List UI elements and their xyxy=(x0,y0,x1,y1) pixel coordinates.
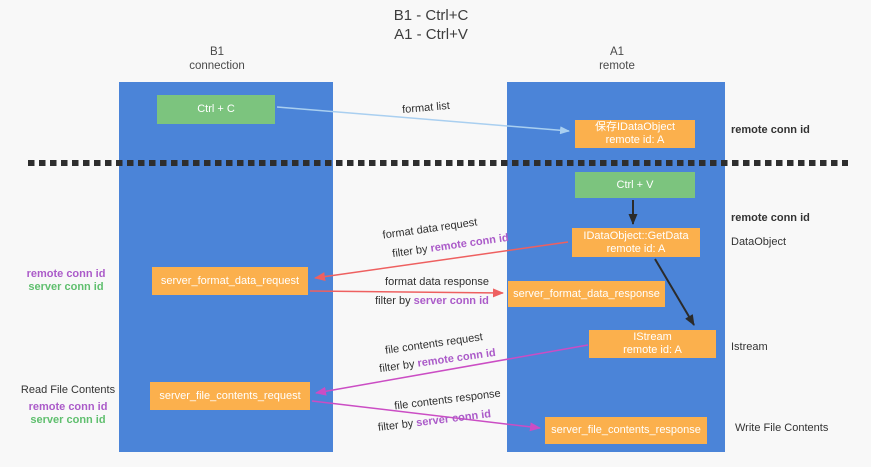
column-b1-name: B1 xyxy=(209,46,225,58)
node-ctrl-c: Ctrl + C xyxy=(157,95,275,124)
filter-by-text: filter by xyxy=(378,358,416,376)
annotation-dataobject: DataObject xyxy=(731,236,787,248)
node-server-format-data-response-label: server_format_data_response xyxy=(513,287,660,300)
annotation-left-mid-server: server conn id xyxy=(28,281,104,293)
column-header-b1: B1 connection xyxy=(157,45,277,73)
annotation-read-file-contents: Read File Contents remote conn id server… xyxy=(18,384,118,427)
node-server-file-contents-request-label: server_file_contents_request xyxy=(159,389,301,402)
column-b1-role: connection xyxy=(189,60,245,72)
node-server-file-contents-response: server_file_contents_response xyxy=(545,417,707,444)
node-idataobject-getdata-line2: remote id: A xyxy=(606,242,666,255)
flow-label-format-list: format list xyxy=(401,99,451,117)
title-line-1: B1 - Ctrl+C xyxy=(393,7,469,24)
annotation-write-file-contents: Write File Contents xyxy=(735,422,829,434)
node-save-idataobject: 保存IDataObject remote id: A xyxy=(575,120,695,148)
column-a1-name: A1 xyxy=(609,46,625,58)
annotation-left-mid: remote conn id server conn id xyxy=(20,268,112,294)
arrow-format-data-response xyxy=(309,288,504,298)
annotation-left-mid-remote: remote conn id xyxy=(26,268,106,280)
annotation-istream: Istream xyxy=(731,341,768,353)
annotation-left-bottom-remote: remote conn id xyxy=(28,401,108,413)
flow-label-filter-server-conn-id-1: filter by server conn id xyxy=(367,295,497,307)
node-idataobject-getdata-line1: IDataObject::GetData xyxy=(583,229,689,242)
node-idataobject-getdata: IDataObject::GetData remote id: A xyxy=(572,228,700,257)
node-istream-line1: IStream xyxy=(633,331,672,343)
filter-by-text: filter by xyxy=(391,243,429,261)
node-server-format-data-response: server_format_data_response xyxy=(508,281,665,307)
node-save-idataobject-line1: 保存IDataObject xyxy=(594,121,676,133)
diagram-title: B1 - Ctrl+C A1 - Ctrl+V xyxy=(331,6,531,44)
annotation-remote-conn-id-top: remote conn id xyxy=(731,124,810,136)
server-conn-id-text: server conn id xyxy=(415,408,492,430)
node-server-format-data-request-label: server_format_data_request xyxy=(160,274,300,287)
node-ctrl-v: Ctrl + V xyxy=(575,172,695,198)
node-ctrl-c-label: Ctrl + C xyxy=(197,103,235,115)
annotation-left-bottom-server: server conn id xyxy=(30,414,106,426)
remote-conn-id-text: remote conn id xyxy=(429,231,510,255)
node-save-idataobject-line2: remote id: A xyxy=(605,134,665,146)
filter-by-text: filter by xyxy=(377,417,414,434)
column-header-a1: A1 remote xyxy=(557,45,677,73)
node-istream: IStream remote id: A xyxy=(589,330,716,358)
annotation-read-file-contents-title: Read File Contents xyxy=(20,384,116,396)
node-ctrl-v-label: Ctrl + V xyxy=(616,178,654,191)
node-server-file-contents-request: server_file_contents_request xyxy=(150,382,310,410)
node-server-format-data-request: server_format_data_request xyxy=(152,267,308,295)
node-server-file-contents-response-label: server_file_contents_response xyxy=(551,424,701,436)
annotation-remote-conn-id-mid: remote conn id xyxy=(731,212,810,224)
title-line-2: A1 - Ctrl+V xyxy=(394,26,468,43)
node-istream-line2: remote id: A xyxy=(623,344,682,356)
flow-label-format-data-response: format data response xyxy=(385,276,489,288)
server-conn-id-text: server conn id xyxy=(413,295,489,307)
filter-by-text: filter by xyxy=(375,295,411,307)
column-a1-role: remote xyxy=(599,60,635,72)
